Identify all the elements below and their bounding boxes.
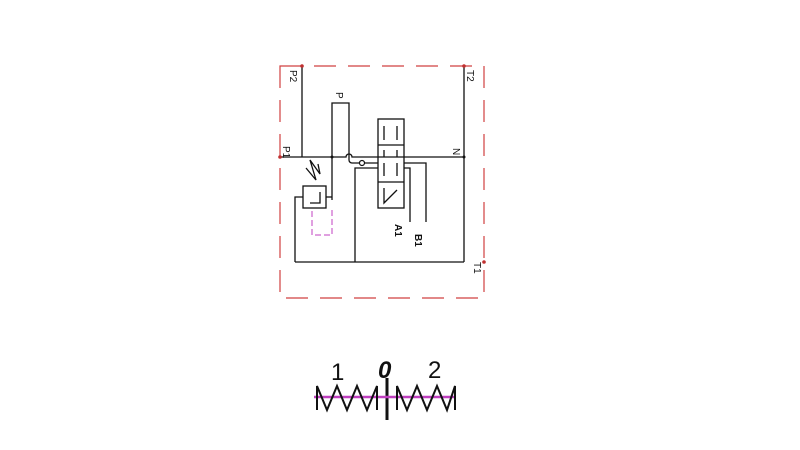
directional-valve [377,118,405,209]
port-t2-label: T2 [464,70,475,82]
pilot-line [311,210,333,236]
position-0-label: 0 [378,357,392,384]
junction-dots [278,64,486,264]
position-1-label: 1 [331,359,344,386]
port-t1-label: T1 [471,262,482,274]
port-b1-label: B1 [412,234,423,247]
port-n-label: N [450,148,461,155]
port-p-label: P [333,92,344,99]
relief-valve [302,159,327,209]
circuit-lines [280,66,465,263]
valve-block-border [279,65,485,299]
port-p2-label: P2 [287,70,298,83]
lever-position-symbol: 1 0 2 [314,357,456,420]
port-p1-label: P1 [280,146,291,159]
position-2-label: 2 [428,357,441,384]
port-a1-label: A1 [392,224,403,237]
